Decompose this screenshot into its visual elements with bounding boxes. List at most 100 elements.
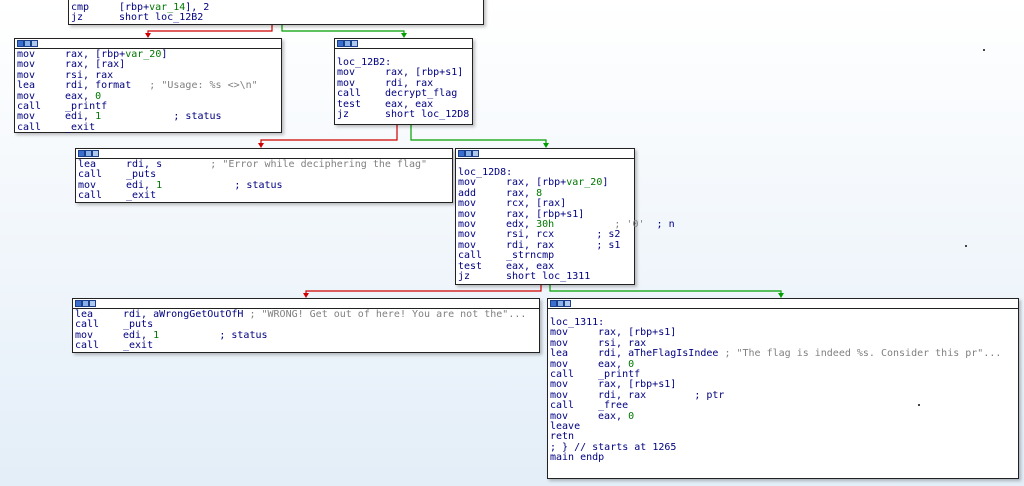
asm-number: 0: [95, 90, 102, 102]
block-footer: main endp: [550, 452, 605, 464]
text-view-icon[interactable]: [82, 300, 89, 307]
asm-operand: rdi, rax: [506, 239, 555, 251]
asm-operand: rax, [rax]: [65, 59, 126, 71]
asm-mnemonic: mov: [550, 410, 569, 422]
asm-mnemonic: test: [337, 98, 362, 110]
asm-mnemonic: cmp: [71, 2, 90, 13]
asm-operand: eax, eax: [506, 260, 555, 272]
group-icon[interactable]: [472, 150, 479, 157]
graph-icon[interactable]: [458, 150, 465, 157]
text-view-icon[interactable]: [557, 300, 564, 307]
asm-comment-blue: ; ptr: [646, 389, 725, 401]
block-header: [335, 39, 472, 49]
graph-icon[interactable]: [337, 40, 344, 47]
asm-operand: _printf: [65, 100, 108, 112]
asm-operand: eax,: [65, 90, 96, 102]
edge-loc12d8-to-loc1311: [549, 284, 782, 296]
asm-line: call_exit: [78, 190, 450, 201]
asm-operand: rdi, s: [126, 159, 163, 170]
asm-operand: short loc_12B2: [119, 12, 204, 24]
asm-operand: short loc_12D8: [385, 108, 470, 120]
graph-icon[interactable]: [17, 40, 24, 47]
graph-icon[interactable]: [75, 300, 82, 307]
group-icon[interactable]: [351, 40, 358, 47]
asm-comment: ; "WRONG! Get out of here! You are not t…: [243, 309, 527, 320]
asm-operand: rdi, rax: [598, 389, 647, 401]
asm-number: 1: [153, 329, 160, 341]
asm-operand: decrypt_flag: [385, 88, 458, 100]
asm-operand: rsi, rcx: [506, 229, 555, 241]
asm-line: call_printf: [550, 369, 1016, 380]
asm-mnemonic: lea: [75, 309, 94, 320]
asm-line: mov rdi, rax ; ptr: [550, 389, 1016, 401]
asm-mnemonic: jz: [458, 270, 471, 282]
asm-number: 8: [536, 187, 543, 199]
asm-variable: var_20: [566, 177, 603, 189]
asm-line: call_exit: [17, 121, 279, 133]
block-label: loc_12B2:: [337, 57, 392, 68]
text-view-icon[interactable]: [24, 40, 31, 47]
text-view-icon[interactable]: [85, 150, 92, 157]
graph-icon[interactable]: [550, 300, 557, 307]
asm-operand: rax, [rbp+s1]: [598, 327, 677, 339]
asm-comment-blue: ; s1: [554, 239, 621, 251]
canvas-dot: [983, 49, 985, 51]
asm-mnemonic: mov: [550, 327, 569, 339]
asm-comment: ; "Error while deciphering the flag": [162, 159, 428, 170]
asm-comment-blue: ; status: [159, 329, 268, 341]
group-icon[interactable]: [31, 40, 38, 47]
asm-operand-rest: ], 2: [185, 2, 210, 13]
asm-operand: _puts: [123, 319, 154, 331]
text-view-icon[interactable]: [344, 40, 351, 47]
asm-mnemonic: jz: [337, 108, 350, 120]
group-icon[interactable]: [89, 300, 96, 307]
block-header: [456, 149, 634, 159]
asm-line: call_strncmp: [458, 250, 632, 261]
asm-operand: [rbp+: [119, 2, 150, 13]
asm-mnemonic: call: [550, 400, 575, 412]
asm-mnemonic: retn: [550, 431, 575, 443]
asm-operand: rax, [rbp+: [506, 177, 567, 189]
text-view-icon[interactable]: [465, 150, 472, 157]
asm-operand: _exit: [65, 121, 96, 133]
group-icon[interactable]: [92, 150, 99, 157]
asm-line: call_exit: [75, 340, 537, 351]
asm-operand: rdi, format: [65, 80, 132, 92]
asm-mnemonic: mov: [17, 90, 36, 102]
asm-operand: edi,: [65, 111, 96, 123]
asm-mnemonic: mov: [78, 179, 97, 191]
asm-mnemonic: mov: [550, 389, 569, 401]
graph-icon[interactable]: [78, 150, 85, 157]
asm-operand: rdi, rax: [385, 77, 434, 89]
asm-line: mov rax, [rbp+s1]: [550, 327, 1016, 339]
asm-comment-blue: ; s2: [554, 229, 621, 241]
group-icon[interactable]: [564, 300, 571, 307]
asm-mnemonic: call: [75, 319, 100, 331]
asm-operand: eax,: [598, 410, 629, 422]
asm-operand: rax, [rbp+s1]: [506, 208, 585, 220]
asm-operand: rax, [rbp+: [65, 49, 126, 60]
asm-line: jz short loc_12D8: [337, 108, 470, 120]
asm-mnemonic: mov: [458, 177, 477, 189]
asm-line: call_free: [550, 400, 1016, 412]
asm-mnemonic: mov: [458, 208, 477, 220]
edge-loc12d8-to-wrong: [305, 284, 542, 296]
asm-operand: edx,: [506, 218, 537, 230]
